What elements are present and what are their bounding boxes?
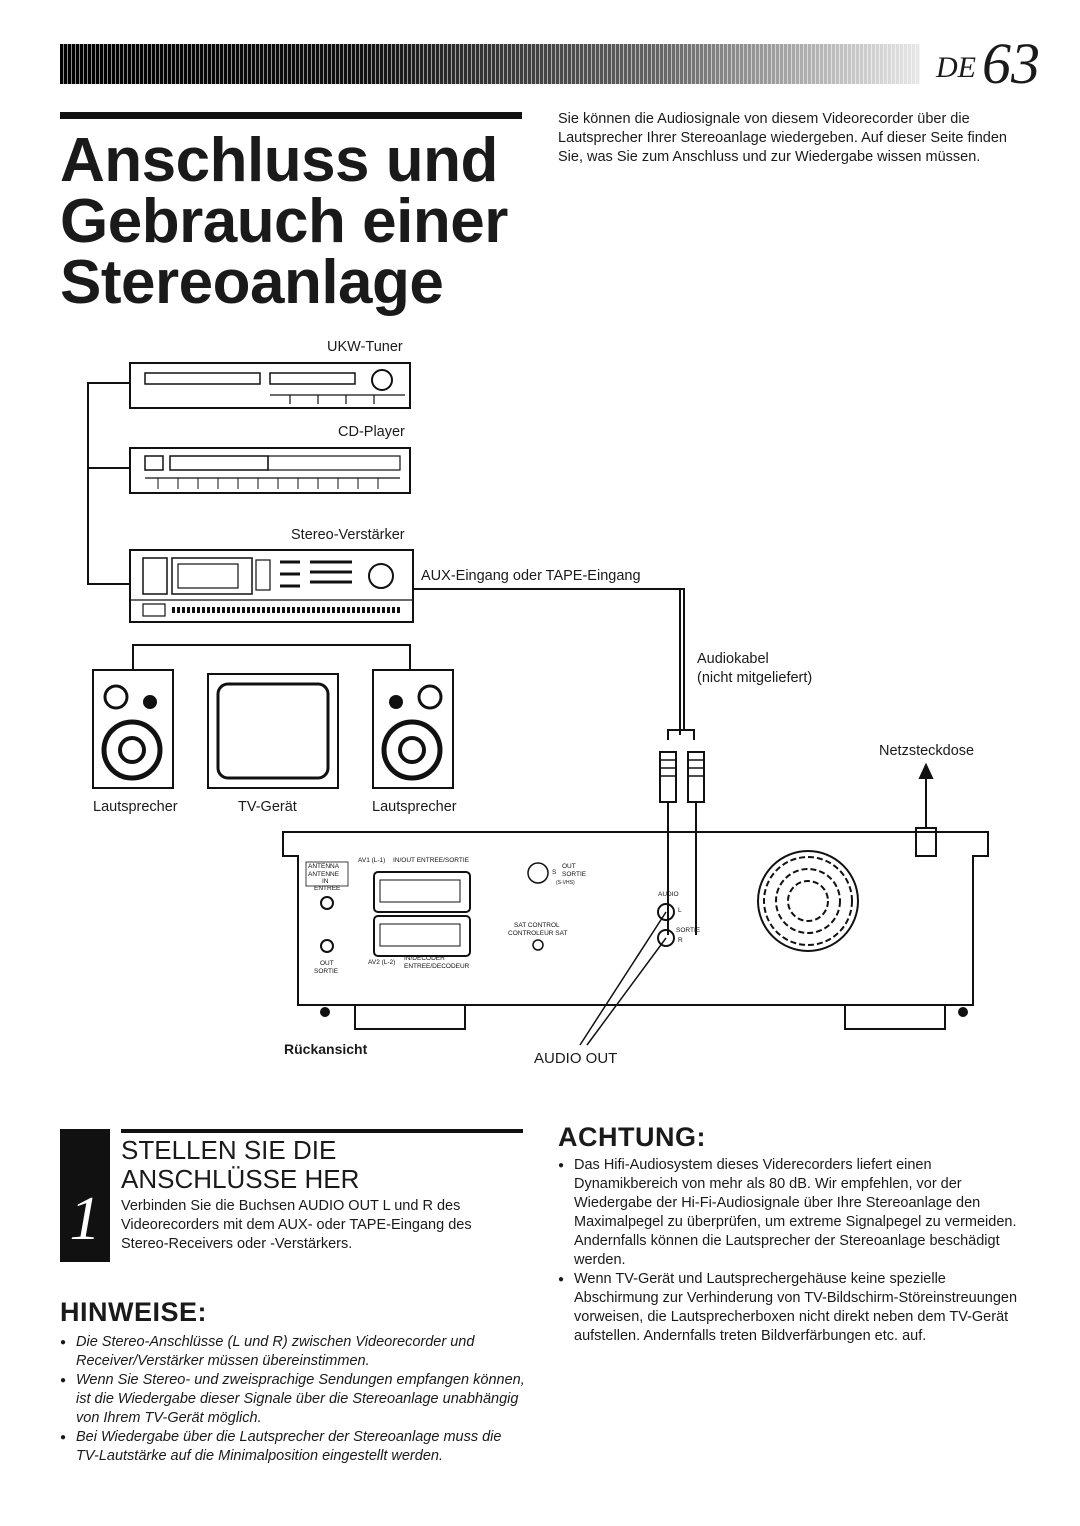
- panel-sat-control: SAT CONTROL: [514, 922, 560, 929]
- label-nicht-mitgeliefert: (nicht mitgeliefert): [697, 670, 813, 686]
- list-item: Das Hifi-Audiosystem dieses Viderecorder…: [558, 1156, 1030, 1270]
- step-number: 1: [60, 1129, 110, 1262]
- label-audio-out: AUDIO OUT: [534, 1050, 618, 1067]
- hinweise-heading: HINWEISE:: [60, 1297, 208, 1327]
- label-cd-player: CD-Player: [338, 424, 405, 440]
- label-netzsteckdose: Netzsteckdose: [879, 743, 975, 759]
- panel-s: S: [552, 869, 557, 876]
- page-number-value: 63: [982, 31, 1040, 96]
- label-tv-geraet: TV-Gerät: [238, 799, 297, 815]
- label-audiokabel: Audiokabel: [697, 651, 769, 667]
- panel-controleur-sat: CONTROLEUR SAT: [508, 930, 567, 937]
- speaker-right: [372, 669, 454, 789]
- panel-audio-sortie: SORTIE: [676, 927, 701, 934]
- panel-entree: ENTREE: [314, 885, 341, 892]
- label-stereo-verstaerker: Stereo-Verstärker: [291, 527, 405, 543]
- panel-l: L: [678, 907, 682, 914]
- achtung-list: Das Hifi-Audiosystem dieses Viderecorder…: [558, 1156, 1030, 1346]
- tuner-device: [129, 362, 411, 409]
- label-rueckansicht: Rückansicht: [284, 1041, 368, 1057]
- step-rule: [121, 1129, 523, 1133]
- panel-antenna: ANTENNA: [308, 863, 340, 870]
- page-title: Anschluss und Gebrauch einer Stereoanlag…: [60, 126, 508, 317]
- connection-diagram: ANTENNA ANTENNE IN ENTREE OUT SORTIE AV1…: [87, 362, 989, 1046]
- intro-text: Sie können die Audiosignale von diesem V…: [558, 111, 1007, 165]
- panel-entreedecodeur: ENTREE/DECODEUR: [404, 963, 470, 970]
- cd-player-device: [129, 447, 411, 494]
- label-ukw-tuner: UKW-Tuner: [327, 339, 403, 355]
- list-item: Wenn TV-Gerät und Lautsprechergehäuse ke…: [558, 1270, 1030, 1346]
- panel-out: OUT: [320, 960, 334, 967]
- label-lautsprecher-right: Lautsprecher: [372, 799, 457, 815]
- label-aux-eingang: AUX-Eingang oder TAPE-Eingang: [421, 568, 641, 584]
- tv-device: [207, 673, 339, 789]
- list-item: Wenn Sie Stereo- und zweisprachige Sendu…: [60, 1371, 525, 1428]
- title-rule: [60, 112, 522, 119]
- panel-sortie: SORTIE: [314, 968, 339, 975]
- panel-antenne: ANTENNE: [308, 871, 340, 878]
- panel-in: IN: [322, 878, 329, 885]
- step-title: STELLEN SIE DIE ANSCHLÜSSE HER: [121, 1135, 360, 1194]
- language-code: DE: [936, 51, 976, 84]
- panel-av1: AV1 (L-1): [358, 857, 385, 864]
- header-bar: [60, 44, 920, 84]
- vcr-rear-panel: [282, 831, 989, 1006]
- panel-audio: AUDIO: [658, 891, 679, 898]
- panel-s-sortie: SORTIE: [562, 871, 587, 878]
- list-item: Die Stereo-Anschlüsse (L und R) zwischen…: [60, 1333, 525, 1371]
- amplifier-device: [129, 549, 414, 623]
- panel-av2: AV2 (L-2): [368, 959, 395, 966]
- hinweise-list: Die Stereo-Anschlüsse (L und R) zwischen…: [60, 1333, 525, 1466]
- step-text: Verbinden Sie die Buchsen AUDIO OUT L un…: [121, 1198, 472, 1252]
- label-lautsprecher-left: Lautsprecher: [93, 799, 178, 815]
- list-item: Bei Wiedergabe über die Lautsprecher der…: [60, 1428, 525, 1466]
- speaker-left: [92, 669, 174, 789]
- achtung-heading: ACHTUNG:: [558, 1122, 706, 1152]
- panel-indecoder: IN/DECODER: [404, 955, 445, 962]
- panel-s-out: OUT: [562, 863, 576, 870]
- panel-r: R: [678, 937, 683, 944]
- panel-svhs: (S-VHS): [556, 880, 575, 886]
- panel-inout: IN/OUT ENTREE/SORTIE: [393, 857, 470, 864]
